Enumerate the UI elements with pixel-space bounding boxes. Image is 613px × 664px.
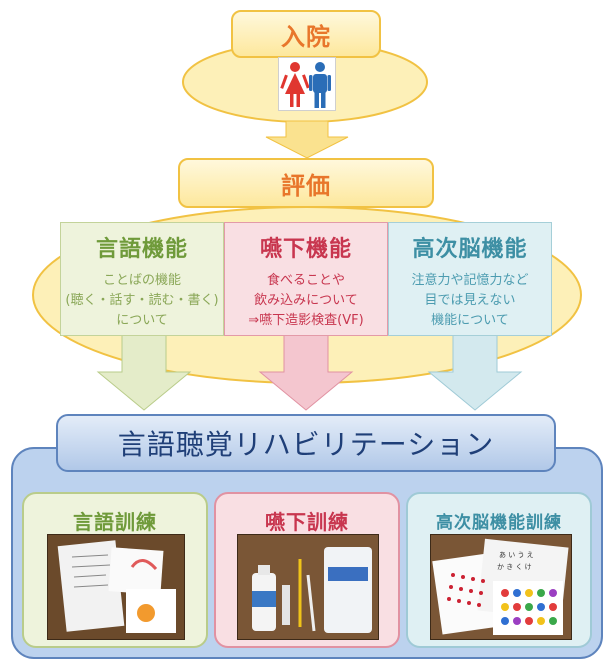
- training-cognitive-title: 高次脳機能訓練: [436, 513, 562, 533]
- arrow-swallow: [258, 334, 354, 411]
- area-cognitive-desc: 注意力や記憶力など 目では見えない 機能について: [411, 271, 528, 331]
- desc-line: 飲み込みについて: [254, 293, 358, 308]
- male-female-icon: [280, 62, 331, 108]
- desc-line: について: [116, 313, 168, 328]
- desc-line: ⇒嚥下造影検査(VF): [248, 313, 364, 328]
- desc-line: 目では見えない: [424, 293, 516, 308]
- desc-line: ことばの機能: [102, 273, 181, 288]
- svg-text:あ い う え: あ い う え: [499, 551, 534, 559]
- rehab-label: 言語聴覚リハビリテーション: [117, 428, 495, 461]
- evaluation-box: 評価: [178, 158, 434, 208]
- cognitive-training-photo: あ い う え か き く け: [430, 534, 572, 640]
- patients-icon: [278, 57, 336, 111]
- area-cognitive-box: 高次脳機能 注意力や記憶力など 目では見えない 機能について: [388, 222, 552, 336]
- admission-box: 入院: [231, 10, 381, 58]
- area-language-title: 言語機能: [95, 237, 188, 262]
- admission-label: 入院: [281, 22, 331, 51]
- area-swallow-desc: 食べることや 飲み込みについて ⇒嚥下造影検査(VF): [248, 271, 363, 331]
- area-swallow-box: 嚥下機能 食べることや 飲み込みについて ⇒嚥下造影検査(VF): [224, 222, 388, 336]
- area-language-box: 言語機能 ことばの機能 (聴く・話す・読む・書く) について: [60, 222, 224, 336]
- swallow-training-photo: [237, 534, 379, 640]
- desc-line: 注意力や記憶力など: [411, 273, 529, 288]
- arrow-admission-to-evaluation: [265, 120, 349, 159]
- area-language-desc: ことばの機能 (聴く・話す・読む・書く) について: [65, 271, 218, 331]
- language-training-photo: [47, 534, 185, 640]
- desc-line: 機能について: [431, 313, 509, 328]
- arrow-cognitive: [427, 334, 523, 411]
- arrow-language: [96, 334, 192, 411]
- desc-line: 食べることや: [266, 273, 345, 288]
- area-cognitive-title: 高次脳機能: [412, 237, 528, 262]
- evaluation-label: 評価: [281, 171, 331, 200]
- svg-text:か き く け: か き く け: [497, 563, 532, 571]
- training-swallow-title: 嚥下訓練: [265, 510, 349, 534]
- training-language-title: 言語訓練: [73, 510, 157, 534]
- desc-line: (聴く・話す・読む・書く): [65, 293, 219, 308]
- rehab-box: 言語聴覚リハビリテーション: [56, 414, 556, 472]
- area-swallow-title: 嚥下機能: [259, 237, 352, 262]
